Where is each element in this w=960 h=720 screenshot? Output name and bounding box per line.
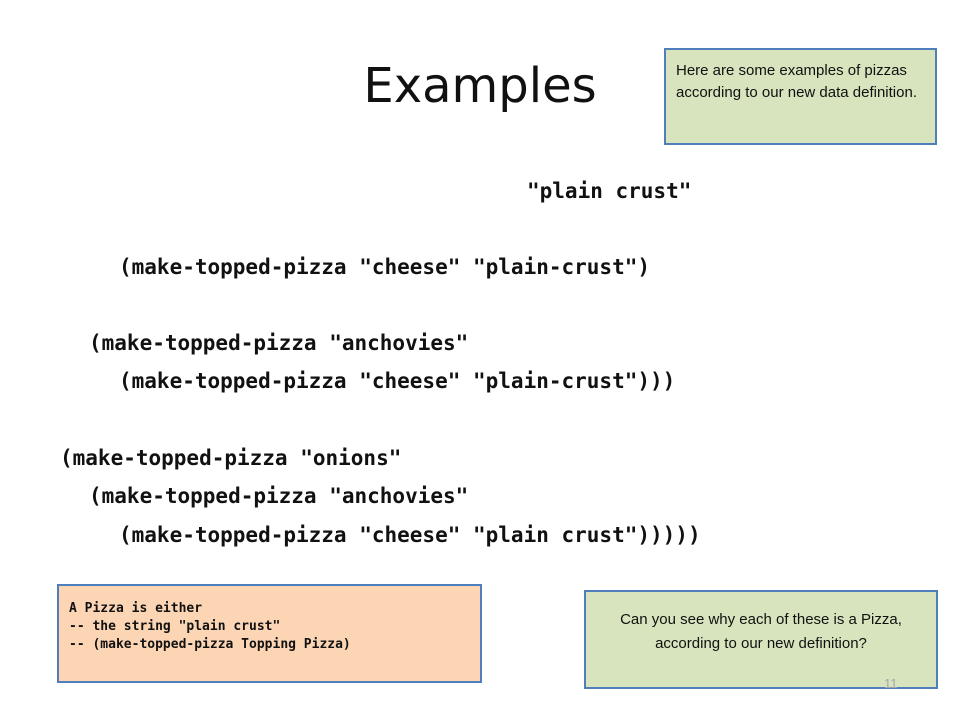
code-line: "plain crust" bbox=[527, 179, 692, 203]
callout-examples-note: Here are some examples of pizzas accordi… bbox=[664, 48, 937, 145]
code-line: (make-topped-pizza "anchovies" bbox=[89, 484, 469, 508]
code-line: (make-topped-pizza "cheese" "plain crust… bbox=[119, 523, 701, 547]
definition-line: -- (make-topped-pizza Topping Pizza) bbox=[69, 637, 351, 652]
callout-question-note: Can you see why each of these is a Pizza… bbox=[584, 590, 938, 689]
definition-line: A Pizza is either bbox=[69, 601, 203, 616]
code-line: (make-topped-pizza "cheese" "plain-crust… bbox=[119, 255, 651, 279]
slide-title: Examples bbox=[363, 58, 597, 114]
code-line: (make-topped-pizza "anchovies" bbox=[89, 331, 469, 355]
pizza-definition-box: A Pizza is either -- the string "plain c… bbox=[57, 584, 482, 683]
code-line: (make-topped-pizza "onions" bbox=[60, 446, 402, 470]
definition-line: -- the string "plain crust" bbox=[69, 619, 281, 634]
code-line: (make-topped-pizza "cheese" "plain-crust… bbox=[119, 369, 676, 393]
page-number: 11 bbox=[884, 676, 898, 691]
